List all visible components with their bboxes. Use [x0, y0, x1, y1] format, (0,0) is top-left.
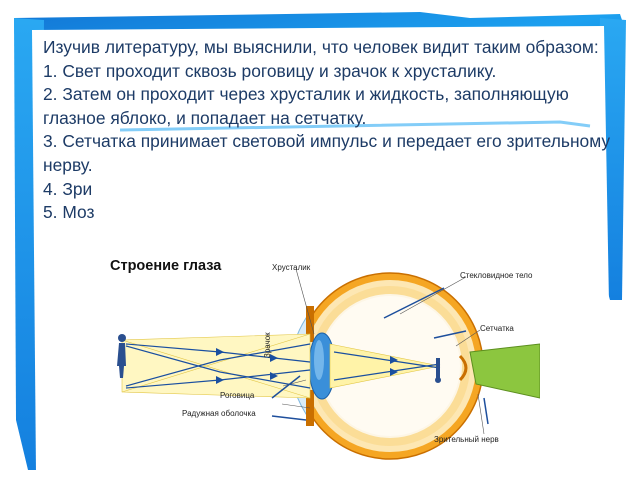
optic-nerve-shape: [469, 343, 540, 399]
ray-arrows: [125, 343, 441, 389]
step-1: 1. Свет проходит сквозь роговицу и зрачо…: [43, 60, 497, 81]
arrow-pointers: [271, 287, 489, 425]
main-text: Изучив литературу, мы выяснили, что чело…: [43, 36, 623, 225]
eye-diagram: Строение глаза: [100, 248, 540, 468]
ray-arrowheads: [216, 348, 398, 384]
intro-paragraph: Изучив литературу, мы выяснили, что чело…: [43, 37, 599, 57]
step-4: 4. Зри: [43, 178, 93, 199]
label-retina: Сетчатка: [480, 324, 514, 333]
label-pointers: [281, 268, 485, 435]
label-iris: Радужная оболочка: [182, 409, 256, 418]
diagram-title: Строение глаза: [110, 258, 222, 274]
label-lens: Хрусталик: [272, 263, 311, 272]
label-pupil: Зрачок: [263, 332, 272, 358]
label-cornea: Роговица: [220, 391, 255, 400]
label-vitreous: Стекловидное тело: [460, 271, 533, 280]
step-3: 3. Сетчатка принимает световой импульс и…: [43, 131, 611, 175]
step-2: 2. Затем он проходит через хрусталик и ж…: [43, 84, 569, 128]
label-optic-nerve: Зрительный нерв: [434, 435, 499, 444]
step-5: 5. Моз: [43, 202, 95, 223]
person-icon: [117, 334, 126, 378]
retina-image-icon: [435, 358, 441, 383]
